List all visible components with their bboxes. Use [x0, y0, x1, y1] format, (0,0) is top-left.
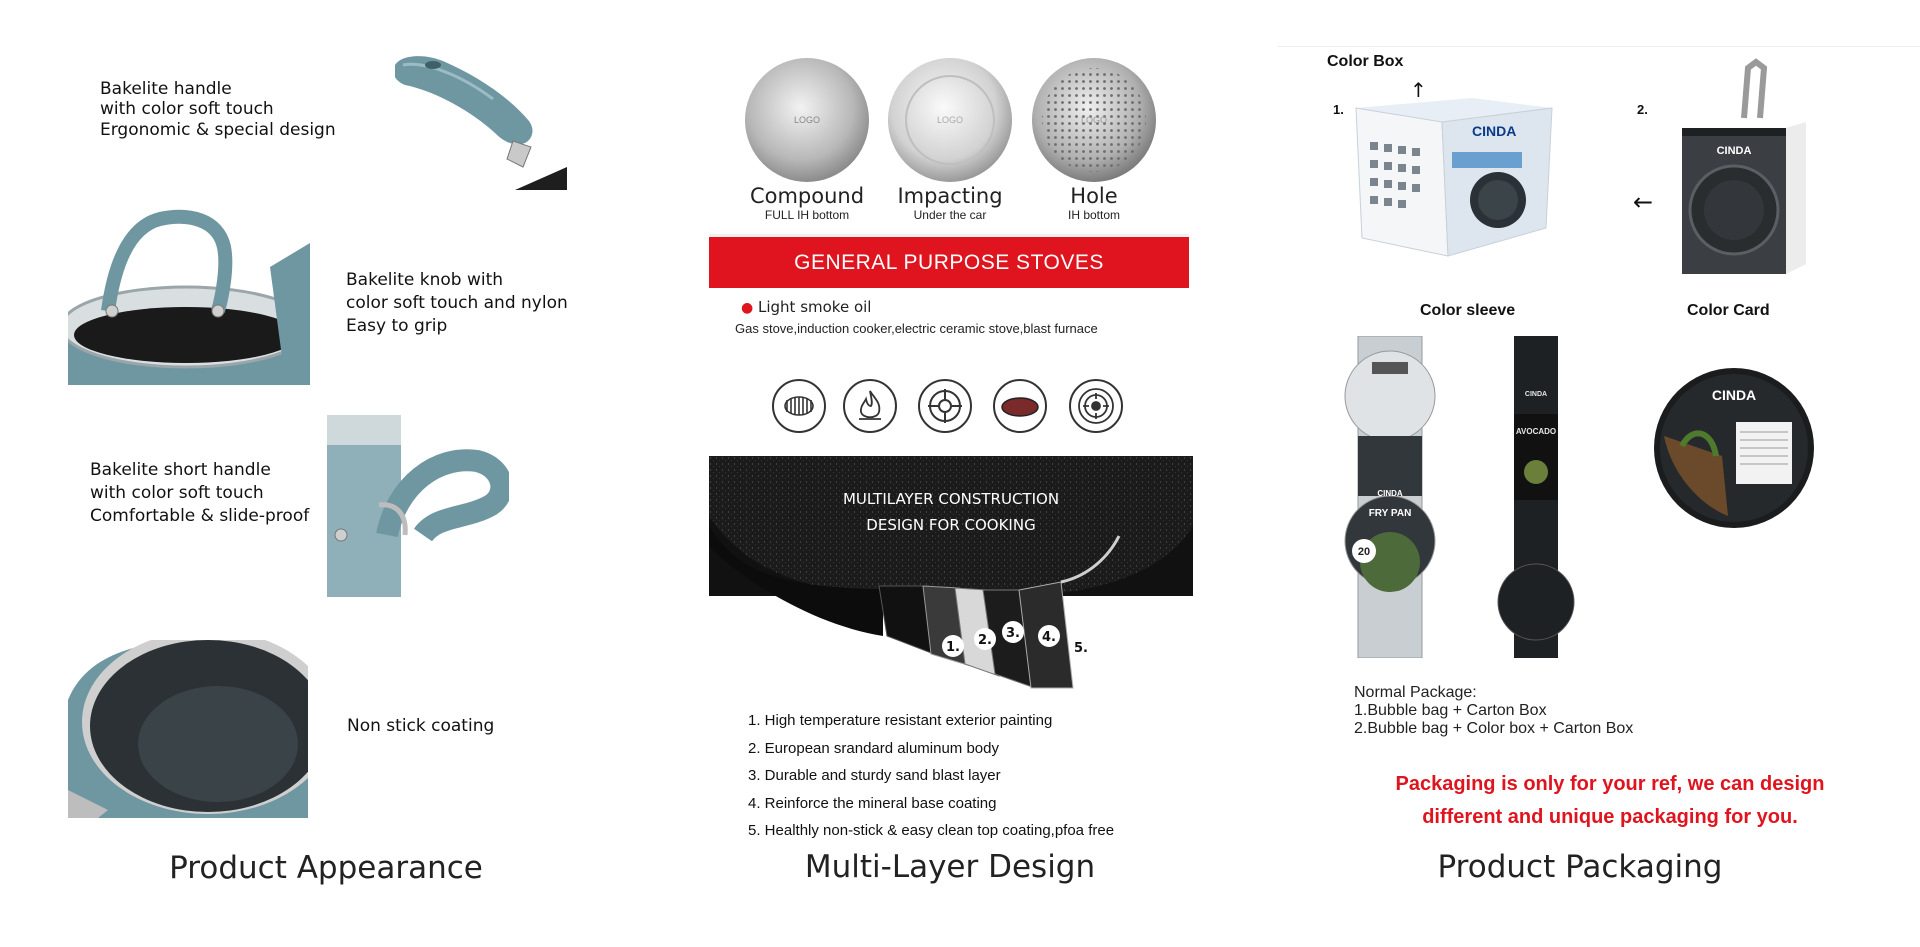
- brand-logo: CINDA: [1712, 387, 1756, 403]
- arrow-left-icon: ←: [1633, 188, 1654, 216]
- layer-marker-5: 5.: [1074, 641, 1088, 656]
- product-packaging-caption: Product Packaging: [1437, 849, 1723, 885]
- disc-logo: LOGO: [794, 115, 820, 125]
- hole-bottom-disc: LOGO: [1031, 57, 1157, 188]
- sleeve1-label: FRY PAN: [1369, 508, 1412, 519]
- disc-logo: LOGO: [937, 115, 963, 125]
- multi-layer-design-caption: Multi-Layer Design: [804, 849, 1096, 885]
- color-sleeve-1-image: 20 FRY PAN CINDA: [1344, 336, 1436, 658]
- hole-label: Hole IH bottom: [1067, 184, 1121, 222]
- layer-list: 1. High temperature resistant exterior p…: [748, 712, 1114, 850]
- gas-flame-icon: [843, 379, 897, 433]
- induction-coil-icon: [772, 379, 826, 433]
- normal-package-block: Normal Package: 1.Bubble bag + Carton Bo…: [1354, 684, 1633, 738]
- feature-handle-text: Bakelite handle with color soft touch Er…: [100, 79, 336, 140]
- banner-text: GENERAL PURPOSE STOVES: [794, 251, 1104, 274]
- packaging-note: Packaging is only for your ref, we can d…: [1395, 773, 1825, 828]
- light-smoke-oil-bullet: ● Light smoke oil: [741, 298, 872, 316]
- pan-headline-line2: DESIGN FOR COOKING: [866, 516, 1035, 534]
- layer-item: 1. High temperature resistant exterior p…: [748, 712, 1053, 729]
- compound-label: Compound FULL IH bottom: [749, 184, 865, 222]
- general-purpose-stoves-banner: GENERAL PURPOSE STOVES: [709, 234, 1189, 288]
- brand-logo: CINDA: [1717, 145, 1752, 157]
- stove-types-text: Gas stove,induction cooker,electric cera…: [735, 321, 1098, 336]
- layer-marker-3: 3.: [1006, 626, 1020, 641]
- layer-item: 3. Durable and sturdy sand blast layer: [748, 767, 1001, 784]
- box1-number: 1.: [1333, 102, 1344, 117]
- product-appearance-caption: Product Appearance: [169, 850, 483, 886]
- color-sleeve-title: Color sleeve: [1420, 302, 1516, 319]
- color-box-image: CINDA: [1352, 88, 1564, 260]
- gas-burner-icon: [918, 379, 972, 433]
- sleeve2-label: AVOCADO: [1516, 427, 1556, 436]
- multilayer-pan-graphic: MULTILAYER CONSTRUCTION DESIGN FOR COOKI…: [709, 456, 1193, 690]
- sleeve-size-badge: 20: [1358, 546, 1370, 558]
- non-stick-pan-image: [68, 640, 308, 818]
- short-handle-image: [327, 415, 509, 597]
- layer-marker-2: 2.: [978, 633, 992, 648]
- ceramic-plate-icon: [993, 379, 1047, 433]
- normal-package-item: 1.Bubble bag + Carton Box: [1354, 702, 1547, 719]
- lid-knob-image: [68, 207, 310, 385]
- color-box-title: Color Box: [1327, 53, 1404, 70]
- layer-item: 2. European srandard aluminum body: [748, 739, 999, 757]
- layer-item: 4. Reinforce the mineral base coating: [748, 794, 997, 812]
- arrow-up-icon: ↑: [1410, 78, 1427, 102]
- normal-package-title: Normal Package:: [1354, 684, 1477, 701]
- layer-marker-4: 4.: [1042, 630, 1056, 645]
- divider: [1278, 46, 1920, 47]
- brand-logo: CINDA: [1377, 489, 1403, 498]
- pan-headline-line1: MULTILAYER CONSTRUCTION: [843, 490, 1059, 508]
- impacting-bottom-disc: LOGO: [887, 57, 1013, 188]
- feature-knob-text: Bakelite knob with color soft touch and …: [346, 270, 568, 336]
- compound-bottom-disc: LOGO: [744, 57, 870, 188]
- gift-box-image: CINDA: [1680, 58, 1810, 274]
- color-card-title: Color Card: [1687, 302, 1770, 319]
- brand-logo: CINDA: [1525, 391, 1547, 398]
- feature-short-handle-text: Bakelite short handle with color soft to…: [90, 460, 310, 526]
- bullet-dot-icon: ●: [741, 300, 754, 316]
- normal-package-item: 2.Bubble bag + Color box + Carton Box: [1354, 720, 1634, 737]
- box2-number: 2.: [1637, 102, 1648, 117]
- color-sleeve-2-image: AVOCADO CINDA: [1494, 336, 1578, 658]
- color-card-image: CINDA: [1652, 366, 1816, 530]
- handle-image: [395, 55, 567, 190]
- impacting-label: Impacting Under the car: [897, 184, 1003, 222]
- disc-logo: LOGO: [1081, 115, 1107, 125]
- electric-hob-icon: [1069, 379, 1123, 433]
- feature-coating-text: Non stick coating: [347, 716, 495, 736]
- layer-marker-1: 1.: [946, 640, 960, 655]
- layer-item: 5. Healthly non-stick & easy clean top c…: [748, 822, 1115, 839]
- brand-logo: CINDA: [1472, 123, 1516, 139]
